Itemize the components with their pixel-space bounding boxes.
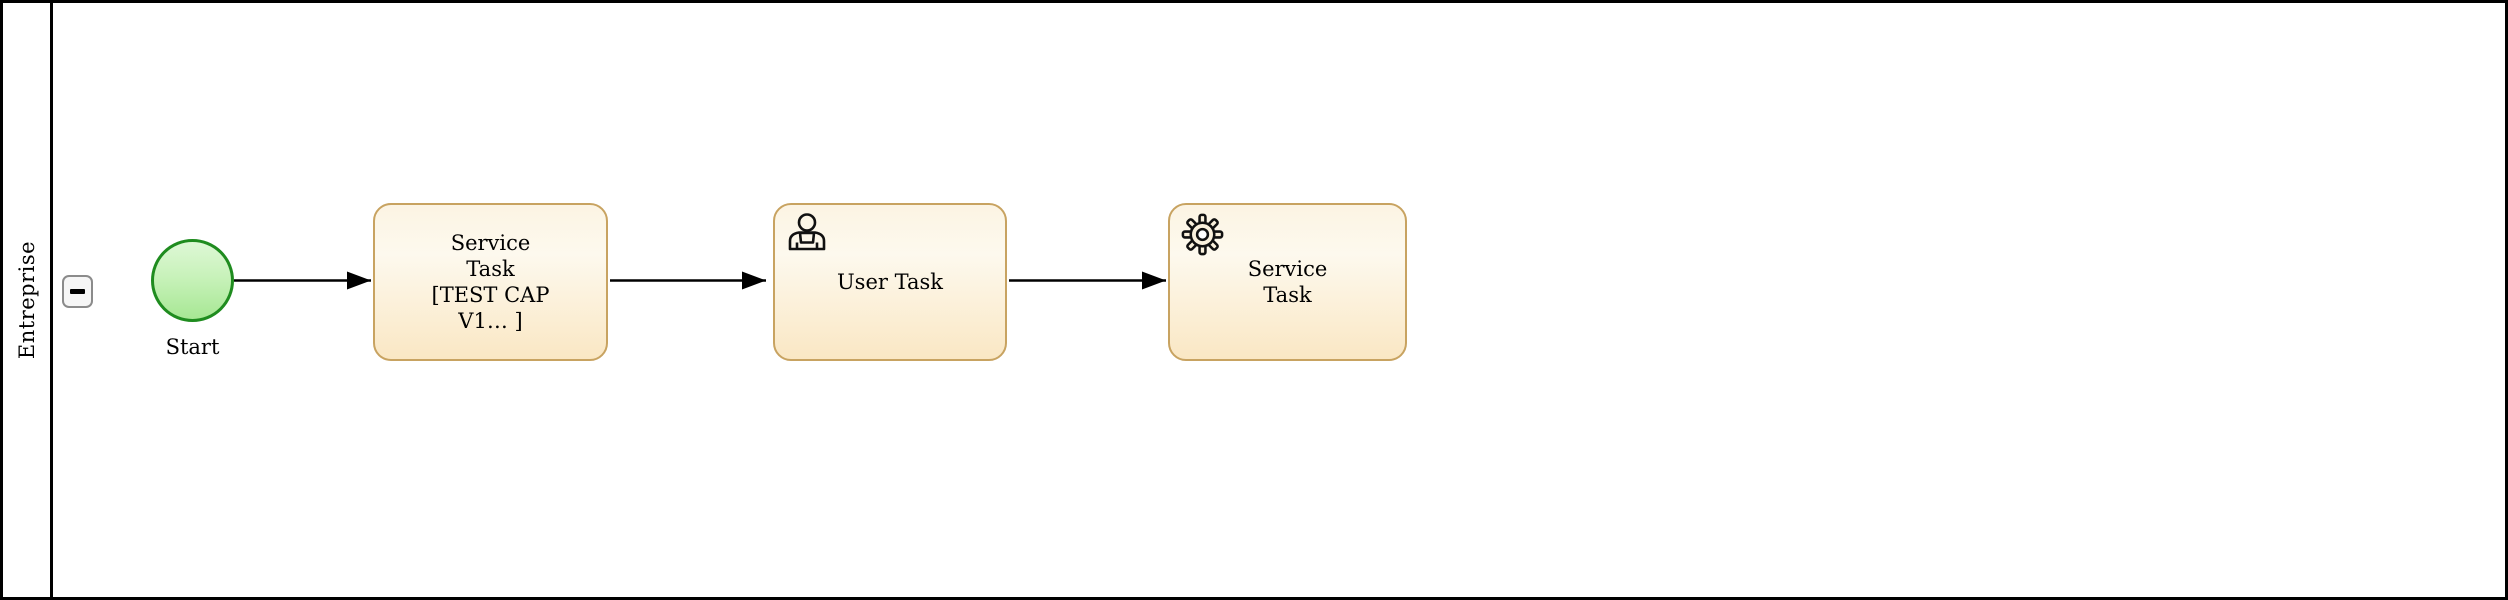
task-label: Service Task [1247, 257, 1328, 307]
flows-layer [234, 271, 1166, 290]
task-service-1[interactable]: Service Task [TEST CAP V1… ] [373, 203, 608, 361]
task-label: Service Task [TEST CAP V1… ] [431, 231, 550, 333]
task-service-2[interactable]: Service Task [1168, 203, 1407, 361]
pool-label-strip[interactable]: Entreprise [3, 3, 53, 597]
pool-label: Entreprise [14, 240, 39, 360]
minus-icon [70, 289, 85, 294]
task-label: User Task [836, 270, 943, 294]
user-icon [788, 213, 826, 251]
task-user[interactable]: User Task [773, 203, 1007, 361]
gear-icon [1181, 213, 1224, 256]
collapse-button[interactable] [62, 275, 93, 308]
start-event-label: Start [165, 335, 220, 359]
start-event[interactable] [151, 239, 234, 322]
